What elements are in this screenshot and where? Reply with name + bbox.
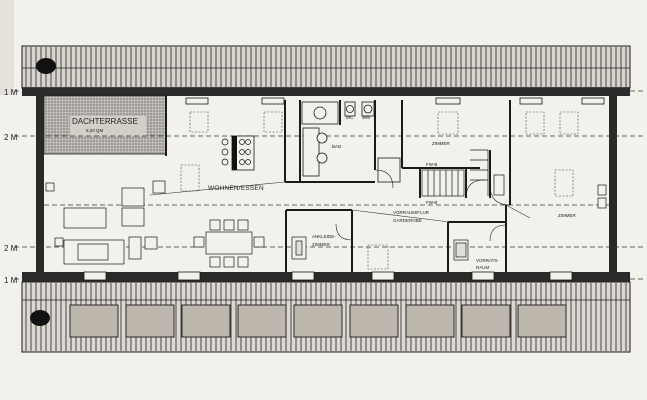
staircase: [421, 149, 489, 197]
top-roof-overhang: [21, 45, 631, 89]
bottom-windows: [83, 271, 573, 281]
room-label-storage-1: VORRATS-: [476, 258, 499, 263]
fw-note-top: FW-B: [426, 162, 437, 167]
top-windows: [185, 97, 605, 105]
room-label-room-top: ZIMMER: [432, 141, 450, 146]
room-label-hall: VORRAUM/FLUR: [393, 210, 430, 215]
room-label-wm: WM: [362, 115, 370, 120]
dining-table: [193, 219, 265, 268]
room-label-dressing-2: ZIMMER: [312, 242, 330, 247]
room-label-storage-2: RAUM: [476, 265, 490, 270]
kitchen-cooktop: [221, 135, 255, 171]
solar-panel: [69, 304, 119, 338]
level-label-top: 1 M: [4, 88, 18, 97]
level-label-bottom: 1 M: [4, 276, 18, 285]
left-margin-strip: [0, 0, 14, 95]
exterior-walls: [22, 88, 630, 282]
solar-panel: [237, 304, 287, 338]
hall-lines: [149, 181, 531, 223]
solar-panel: [293, 304, 343, 338]
room-label-dressing-1: ANKLEIDE-: [312, 234, 336, 239]
skylights: [180, 111, 579, 270]
solar-panel: [349, 304, 399, 338]
roof-vent-bottom: [30, 310, 50, 326]
storage-furniture: [291, 174, 607, 261]
room-label-bath: BAD: [332, 144, 342, 149]
solar-panel: [125, 304, 175, 338]
room-label-terrace: DACHTERRASSE: [72, 117, 138, 126]
bottom-roof-overhang: [21, 281, 631, 353]
door-swings: [335, 169, 511, 242]
level-label-lower: 2 M: [4, 244, 18, 253]
roof-terrace: [43, 95, 167, 155]
terrace-area: 8,20 QM: [86, 128, 104, 133]
room-label-wc: WC: [346, 115, 354, 120]
solar-panel: [181, 304, 231, 338]
fw-note-bottom: FW-B: [426, 200, 437, 205]
solar-panel: [517, 304, 567, 338]
room-label-room-right: ZIMMER: [558, 213, 576, 218]
roof-vent-top: [36, 58, 56, 74]
bathroom-fixtures: [301, 101, 401, 183]
room-label-living: WOHNEN/ESSEN: [208, 185, 264, 192]
level-label-upper: 2 M: [4, 133, 18, 142]
room-label-wardrobe: GARDEROBE: [393, 218, 422, 223]
solar-panel: [461, 304, 511, 338]
living-furniture: [45, 180, 166, 265]
interior-walls: [165, 96, 511, 272]
solar-panel: [405, 304, 455, 338]
